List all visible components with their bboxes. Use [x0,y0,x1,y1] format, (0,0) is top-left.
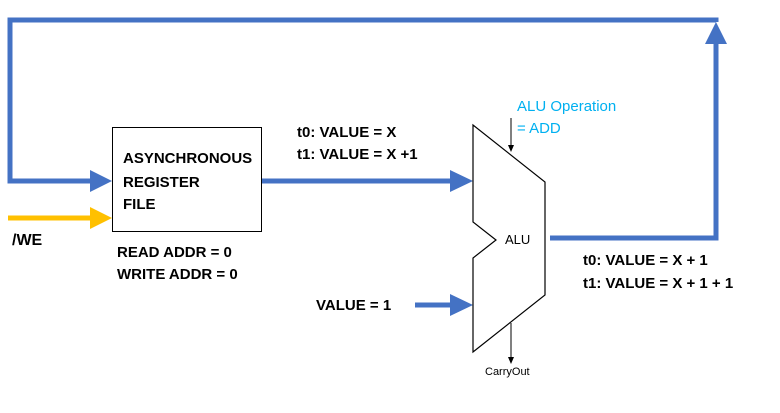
alu-operation-label-line2: = ADD [517,120,561,137]
register-input-arrowhead [90,170,112,192]
feedback-bus-line [550,40,719,241]
alu-operation-arrowhead [508,145,514,152]
feedback-return-line [7,17,719,184]
feedback-up-arrowhead [705,22,727,44]
read-addr-label: READ ADDR = 0 [117,244,232,261]
carry-out-arrowhead [508,357,514,364]
write-enable-label: /WE [12,232,43,249]
register-file-box: ASYNCHRONOUS REGISTER FILE [112,127,262,232]
register-file-title-line2: REGISTER [123,174,200,191]
alu-shape [472,123,546,354]
output-t1-label: t1: VALUE = X + 1 + 1 [583,275,734,292]
input-b-label: VALUE = 1 [316,297,392,314]
write-addr-label: WRITE ADDR = 0 [117,266,238,283]
alu-input-b-arrowhead [450,294,473,316]
carry-out-label: CarryOut [485,366,530,378]
register-file-title-line1: ASYNCHRONOUS [123,150,253,167]
input-a-t1-label: t1: VALUE = X +1 [297,146,418,163]
input-a-t0-label: t0: VALUE = X [297,124,397,141]
write-enable-arrowhead [90,207,112,229]
alu-operation-label-line1: ALU Operation [517,98,617,115]
alu-label: ALU [505,232,531,247]
alu-input-a-arrowhead [450,170,473,192]
register-file-title-line3: FILE [123,196,156,213]
output-t0-label: t0: VALUE = X + 1 [583,252,708,269]
